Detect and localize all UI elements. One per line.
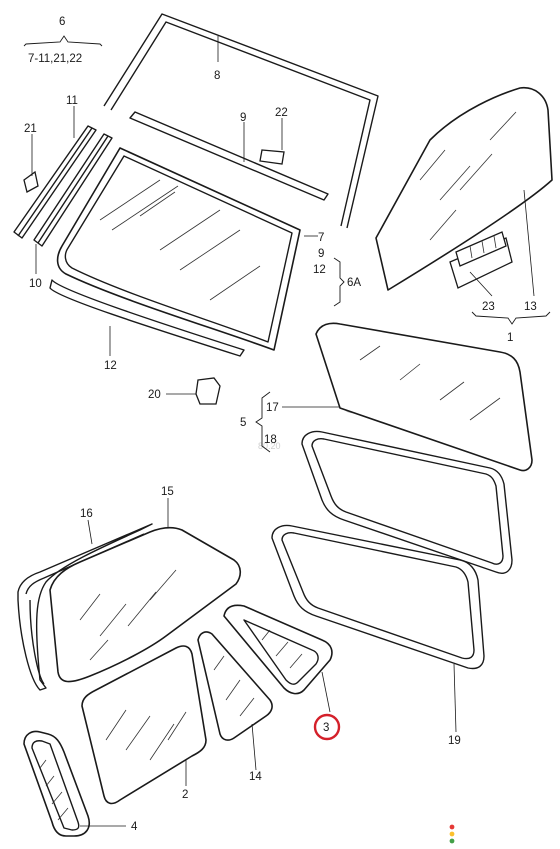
label-20: 20 <box>148 389 161 401</box>
pillar-strip-11 <box>13 125 97 239</box>
label-18: 18 <box>264 434 277 446</box>
label-3: 3 <box>323 722 329 734</box>
lower-seal-12 <box>49 279 245 357</box>
door-glass-2 <box>81 645 207 805</box>
highlight-label-3[interactable]: 3 <box>313 713 341 741</box>
label-23: 23 <box>482 301 495 313</box>
label-1: 1 <box>507 332 513 344</box>
label-22: 22 <box>275 107 288 119</box>
side-window-glass-15 <box>49 527 242 683</box>
label-4: 4 <box>131 821 138 833</box>
rear-window-glass <box>315 322 533 472</box>
label-15: 15 <box>161 486 174 498</box>
label-10: 10 <box>29 278 42 290</box>
brace-6a <box>333 257 345 307</box>
leader-lines <box>31 36 535 827</box>
label-9: 9 <box>240 112 246 124</box>
side-window-seal-16 <box>17 523 153 691</box>
label-11: 11 <box>66 95 78 107</box>
label-21: 21 <box>24 123 37 135</box>
label-8: 8 <box>214 70 220 82</box>
label-13: 13 <box>524 301 537 313</box>
label-9b: 9 <box>318 248 324 260</box>
status-dot-green <box>449 838 455 844</box>
status-dot-yellow <box>449 831 455 837</box>
clip-20 <box>195 377 221 405</box>
highlight-circle <box>313 713 341 741</box>
label-6: 6 <box>59 16 65 28</box>
windshield-trim-8 <box>103 13 379 229</box>
small-glass-14 <box>197 631 273 741</box>
clip-21 <box>23 170 39 193</box>
brace-6 <box>23 35 103 47</box>
glass-bracket-23 <box>449 231 513 289</box>
status-dots <box>449 824 455 844</box>
label-14: 14 <box>249 771 262 783</box>
clip-22 <box>259 149 285 165</box>
seal-19 <box>271 524 485 670</box>
label-5: 5 <box>240 417 246 429</box>
label-19: 19 <box>448 735 461 747</box>
status-dot-red <box>449 824 455 830</box>
label-16: 16 <box>80 508 93 520</box>
vent-glass-4 <box>23 730 90 837</box>
watermark-small-text: 80.20 <box>258 441 281 451</box>
upper-trim-strip-9 <box>129 111 329 201</box>
label-2: 2 <box>182 789 188 801</box>
brace-1 <box>471 311 551 325</box>
brace-5 <box>255 391 271 453</box>
label-6-sub: 7-11,21,22 <box>28 53 82 65</box>
label-12: 12 <box>104 360 117 372</box>
label-7: 7 <box>318 232 324 244</box>
rear-window-seal <box>301 430 513 574</box>
windshield-glass <box>56 147 301 351</box>
pillar-strip-10 <box>33 133 113 247</box>
label-12b: 12 <box>313 264 326 276</box>
label-6a: 6A <box>347 277 361 289</box>
door-glass-13 <box>375 86 553 291</box>
label-17: 17 <box>266 402 279 414</box>
quarter-glass-3 <box>223 604 333 695</box>
